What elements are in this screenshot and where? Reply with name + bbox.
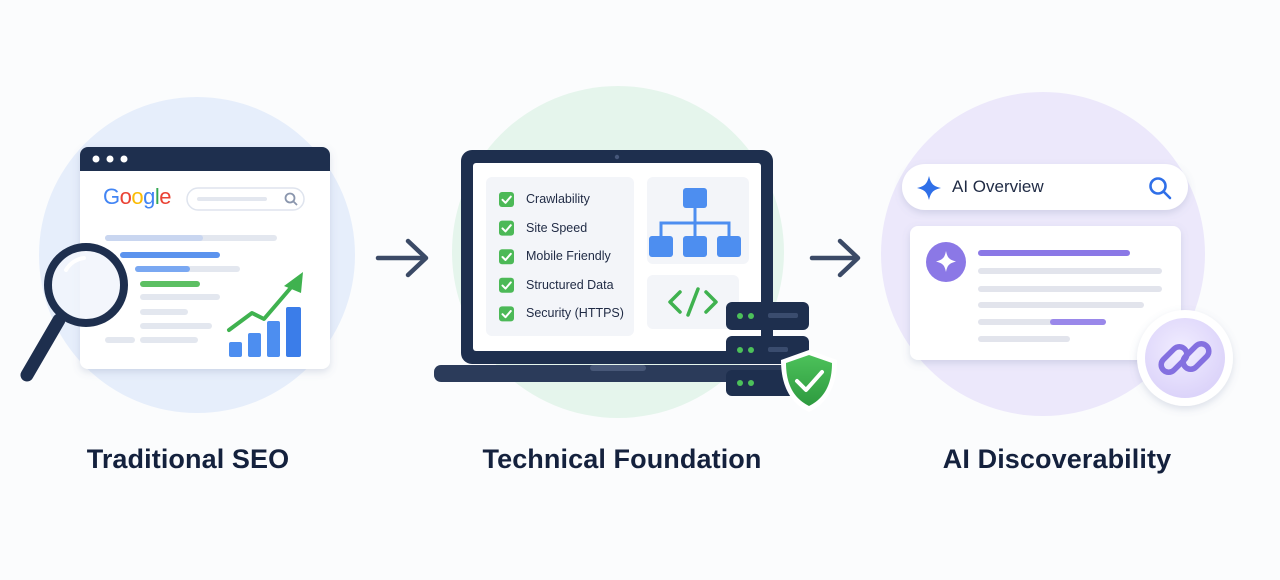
magnifier-icon: [20, 243, 128, 382]
security-shield-icon: [781, 350, 837, 412]
check-mark-icon: [501, 252, 512, 261]
checkbox-checked-icon: [499, 220, 514, 236]
checklist-label-crawlability: Crawlability: [526, 192, 590, 206]
ai-answer-card: [910, 226, 1181, 360]
stage-title-ai-discoverability: AI Discoverability: [942, 444, 1172, 474]
checklist-panel: [486, 177, 634, 336]
ai-overview-label: AI Overview: [952, 177, 1044, 196]
stage-technical-foundation: [434, 86, 837, 418]
stage-traditional-seo: [20, 97, 355, 413]
checkbox-checked-icon: [499, 249, 514, 265]
check-mark-icon: [501, 195, 512, 204]
link-badge: [1137, 310, 1233, 406]
stage-title-technical-foundation: Technical Foundation: [482, 444, 762, 474]
browser-titlebar: [80, 147, 330, 171]
search-results: [105, 235, 277, 343]
checkbox-checked-icon: [499, 192, 514, 207]
sparkle-icon: [936, 251, 956, 272]
stage-ai-discoverability: [881, 92, 1233, 416]
camera-dot: [614, 154, 620, 160]
check-mark-icon: [501, 310, 512, 319]
code-icon: [668, 287, 718, 317]
flow-arrow-icon: [809, 238, 861, 278]
checkbox-checked-icon: [499, 277, 514, 293]
sitemap-tree-icon: [649, 188, 741, 257]
checkbox-checked-icon: [499, 306, 514, 322]
window-dot-icon: [92, 155, 100, 163]
checklist-label-site-speed: Site Speed: [526, 221, 588, 235]
checklist-label-security: Security (HTTPS): [526, 306, 624, 320]
checklist-label-mobile-friendly: Mobile Friendly: [526, 249, 611, 263]
check-mark-icon: [501, 281, 512, 290]
trend-arrow-icon: [227, 272, 303, 332]
growth-bar-chart: [229, 307, 301, 357]
flow-arrow-icon: [375, 238, 429, 278]
sparkle-icon: [917, 176, 941, 200]
check-mark-icon: [501, 224, 512, 233]
link-icon: [1158, 340, 1212, 376]
window-dot-icon: [106, 155, 114, 163]
google-logo: Google: [103, 184, 172, 209]
search-icon: [1149, 177, 1172, 200]
ai-answer-lines: [978, 250, 1162, 342]
window-dot-icon: [120, 155, 128, 163]
stage-title-traditional-seo: Traditional SEO: [86, 444, 290, 474]
checklist: [499, 192, 514, 322]
laptop-base: [434, 365, 802, 382]
ai-overview-search-bar: [902, 164, 1188, 210]
checklist-label-structured-data: Structured Data: [526, 278, 614, 292]
search-icon: [284, 192, 298, 206]
